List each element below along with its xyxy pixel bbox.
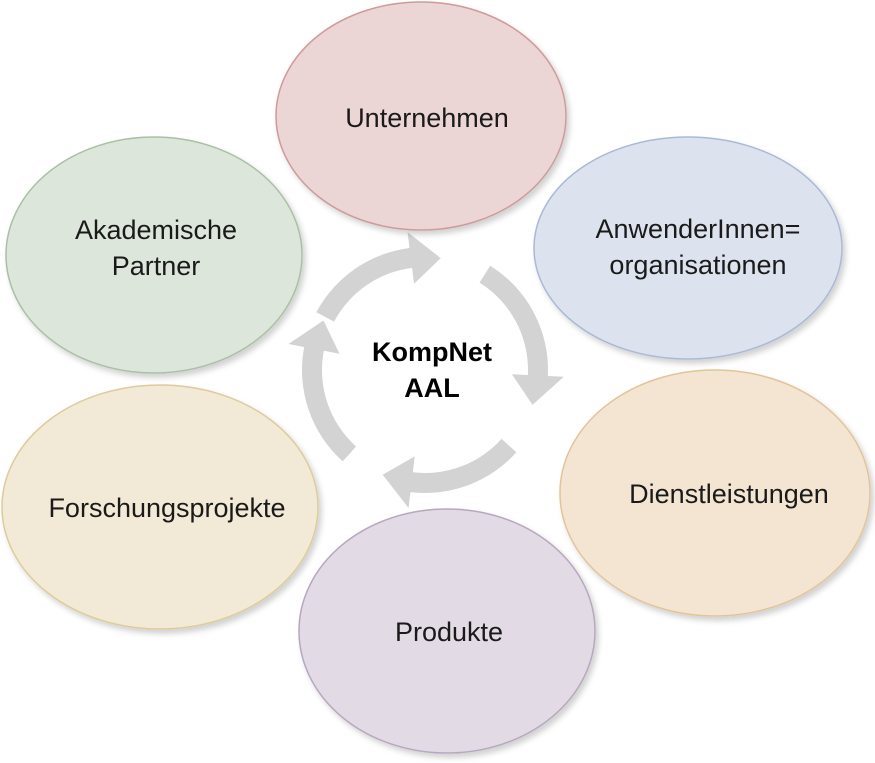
cycle-arrow-2 — [479, 265, 564, 405]
node-produkte-label: Produkte — [395, 617, 503, 647]
node-dienstleistungen-label: Dienstleistungen — [629, 479, 829, 509]
cycle-arrow-4 — [288, 320, 357, 462]
node-forschungsprojekte: Forschungsprojekte — [1, 384, 319, 630]
node-akademische-label-line2: Partner — [112, 251, 201, 281]
node-anwender-label-line2: organisationen — [609, 250, 786, 280]
node-unternehmen: Unternehmen — [275, 1, 567, 231]
cycle-arrow-1 — [316, 232, 441, 322]
center-label-line1: KompNet — [372, 337, 492, 367]
node-akademische: Akademische Partner — [5, 136, 303, 374]
node-forschungsprojekte-label: Forschungsprojekte — [48, 493, 285, 523]
cycle-arrows — [288, 232, 564, 509]
node-produkte-ellipse — [298, 508, 596, 754]
center-label: KompNet AAL — [372, 337, 492, 403]
node-akademische-label-line1: Akademische — [75, 215, 237, 245]
node-dienstleistungen-ellipse — [559, 369, 871, 617]
node-forschungsprojekte-ellipse — [1, 384, 319, 630]
node-dienstleistungen: Dienstleistungen — [559, 369, 871, 617]
node-unternehmen-ellipse — [275, 1, 567, 231]
node-akademische-ellipse — [5, 136, 303, 374]
node-anwender-label-line1: AnwenderInnen= — [596, 214, 801, 244]
cycle-arrow-3 — [382, 438, 517, 509]
node-unternehmen-label: Unternehmen — [345, 103, 509, 133]
node-anwender-ellipse — [533, 136, 843, 360]
node-anwender: AnwenderInnen= organisationen — [533, 136, 843, 360]
center-label-line2: AAL — [404, 373, 460, 403]
node-produkte: Produkte — [298, 508, 596, 754]
